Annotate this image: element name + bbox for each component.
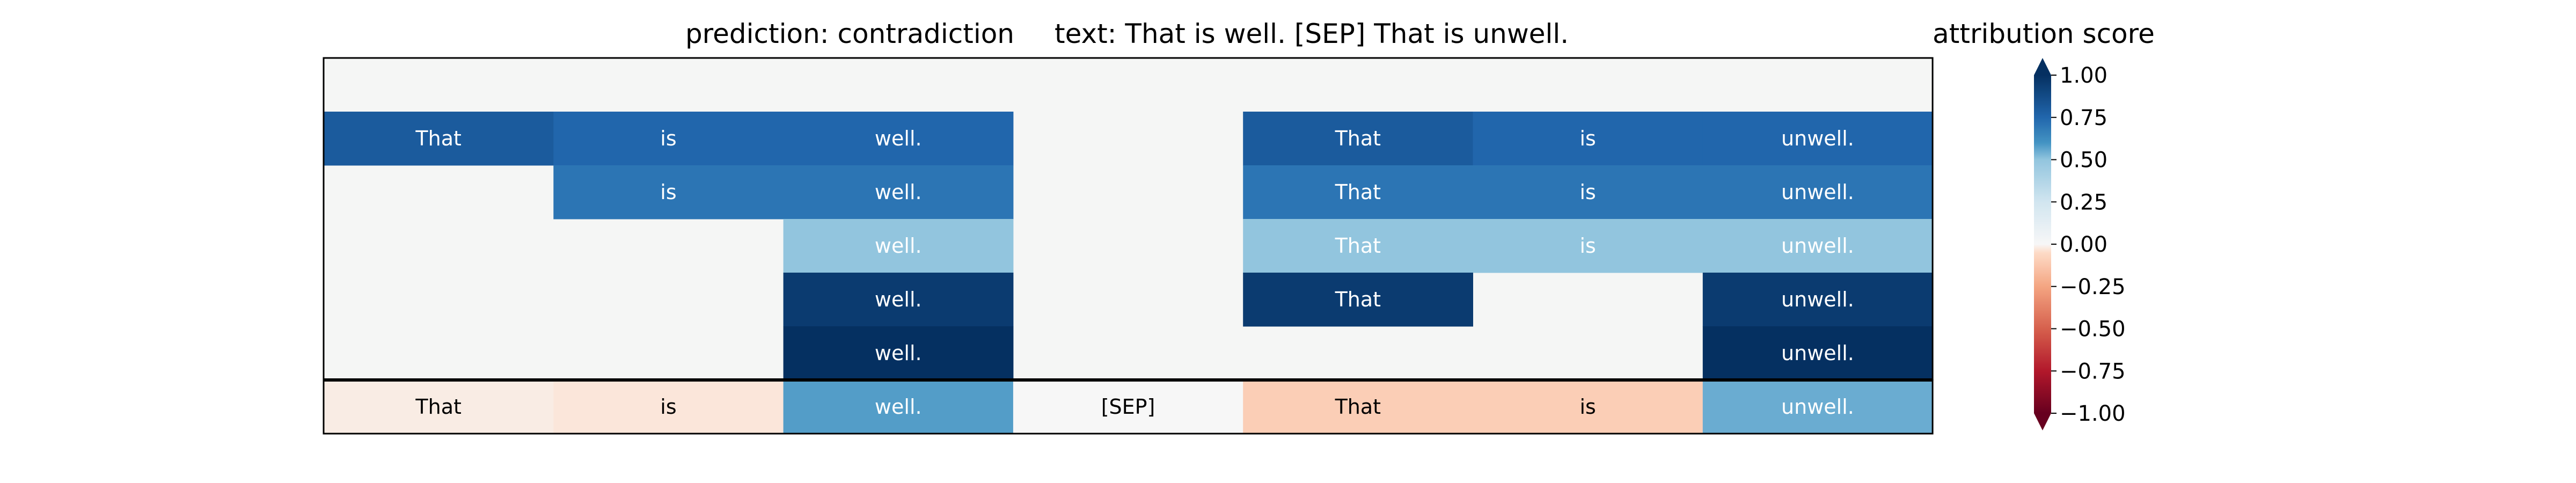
summary-cell-label: is [660, 395, 676, 419]
heatmap-cell [783, 165, 1014, 219]
heatmap-cell [1702, 219, 1933, 273]
summary-cell-label: unwell. [1781, 395, 1854, 419]
colorbar-tick-label: −0.75 [2060, 359, 2126, 384]
heatmap-cell-label: well. [875, 127, 922, 150]
colorbar: 1.00 0.75 0.50 0.25 0.00 −0.25 −0.50 −0.75 −1.00 [2034, 58, 2126, 430]
summary-cell-label: That [1335, 395, 1381, 419]
summary-row: That is well. [SEP] That is unwell. [324, 380, 1933, 434]
colorbar-tick-label: 0.00 [2060, 232, 2107, 257]
summary-cell [553, 380, 784, 434]
heatmap-cell [1702, 273, 1933, 327]
heatmap-cell-label: well. [875, 180, 922, 204]
heatmap-cell-label: That [1335, 180, 1381, 204]
summary-cell [324, 380, 554, 434]
summary-cell-label: well. [875, 395, 922, 419]
colorbar-tick-label: 1.00 [2060, 63, 2107, 88]
heatmap-cell-label: That [1335, 234, 1381, 258]
summary-cell-label: [SEP] [1101, 395, 1155, 419]
colorbar-extend-max [2034, 58, 2051, 75]
heatmap-cell-label: unwell. [1781, 341, 1854, 365]
heatmap-cell-label: unwell. [1781, 234, 1854, 258]
heatmap-cell [1473, 112, 1703, 166]
heatmap-cell [783, 112, 1014, 166]
heatmap-cell [1243, 112, 1473, 166]
heatmap-cell [324, 112, 554, 166]
summary-cell [1243, 380, 1473, 434]
heatmap-cell-label: That [1335, 288, 1381, 311]
heatmap-cell-label: well. [875, 341, 922, 365]
heatmap-cell [1702, 112, 1933, 166]
colorbar-tick-label: 0.75 [2060, 106, 2107, 130]
summary-cell [1702, 380, 1933, 434]
heatmap-cell-label: unwell. [1781, 180, 1854, 204]
summary-cell [783, 380, 1014, 434]
heatmap-cell [553, 112, 784, 166]
colorbar-tick-label: −1.00 [2060, 401, 2126, 426]
heatmap-cell [783, 326, 1014, 380]
heatmap-cell [553, 165, 784, 219]
prediction-title: prediction: contradiction [685, 18, 1014, 49]
colorbar-tick-label: 0.25 [2060, 190, 2107, 215]
input-text-title: text: That is well. [SEP] That is unwell… [1055, 18, 1569, 49]
heatmap-cell-label: well. [875, 234, 922, 258]
summary-cell [1473, 380, 1703, 434]
heatmap-cell-label: is [1579, 127, 1596, 150]
colorbar-extend-min [2034, 413, 2051, 430]
heatmap-frame [323, 57, 1934, 435]
heatmap-cell [1473, 165, 1703, 219]
summary-cell-label: That [415, 395, 461, 419]
heatmap-cell-label: is [660, 180, 676, 204]
colorbar-tick-label: 0.50 [2060, 148, 2107, 173]
colorbar-tick-label: −0.25 [2060, 275, 2126, 299]
heatmap-cell [1702, 326, 1933, 380]
heatmap-cell-label: is [1579, 180, 1596, 204]
heatmap-cell-label: is [1579, 234, 1596, 258]
heatmap-cell [1243, 219, 1473, 273]
colorbar-tick-label: −0.50 [2060, 317, 2126, 342]
heatmap-cell [783, 273, 1014, 327]
colorbar-gradient [2034, 75, 2051, 413]
heatmap-cell-label: That [415, 127, 461, 150]
heatmap-cell-label: unwell. [1781, 288, 1854, 311]
heatmap-cell [1702, 165, 1933, 219]
heatmap-cell-label: unwell. [1781, 127, 1854, 150]
heatmap-cell [1243, 273, 1473, 327]
heatmap-cell-label: well. [875, 288, 922, 311]
heatmap-cell-label: That [1335, 127, 1381, 150]
heatmap-cell [1243, 165, 1473, 219]
summary-cell-label: is [1579, 395, 1596, 419]
heatmap-cell [783, 219, 1014, 273]
heatmap-grid: That is well. That is unwell. is well. That is unw… [324, 58, 1933, 380]
heatmap-cell [1473, 219, 1703, 273]
heatmap-cell-label: is [660, 127, 676, 150]
summary-cell [1013, 380, 1243, 434]
colorbar-title: attribution score [1933, 18, 2155, 49]
